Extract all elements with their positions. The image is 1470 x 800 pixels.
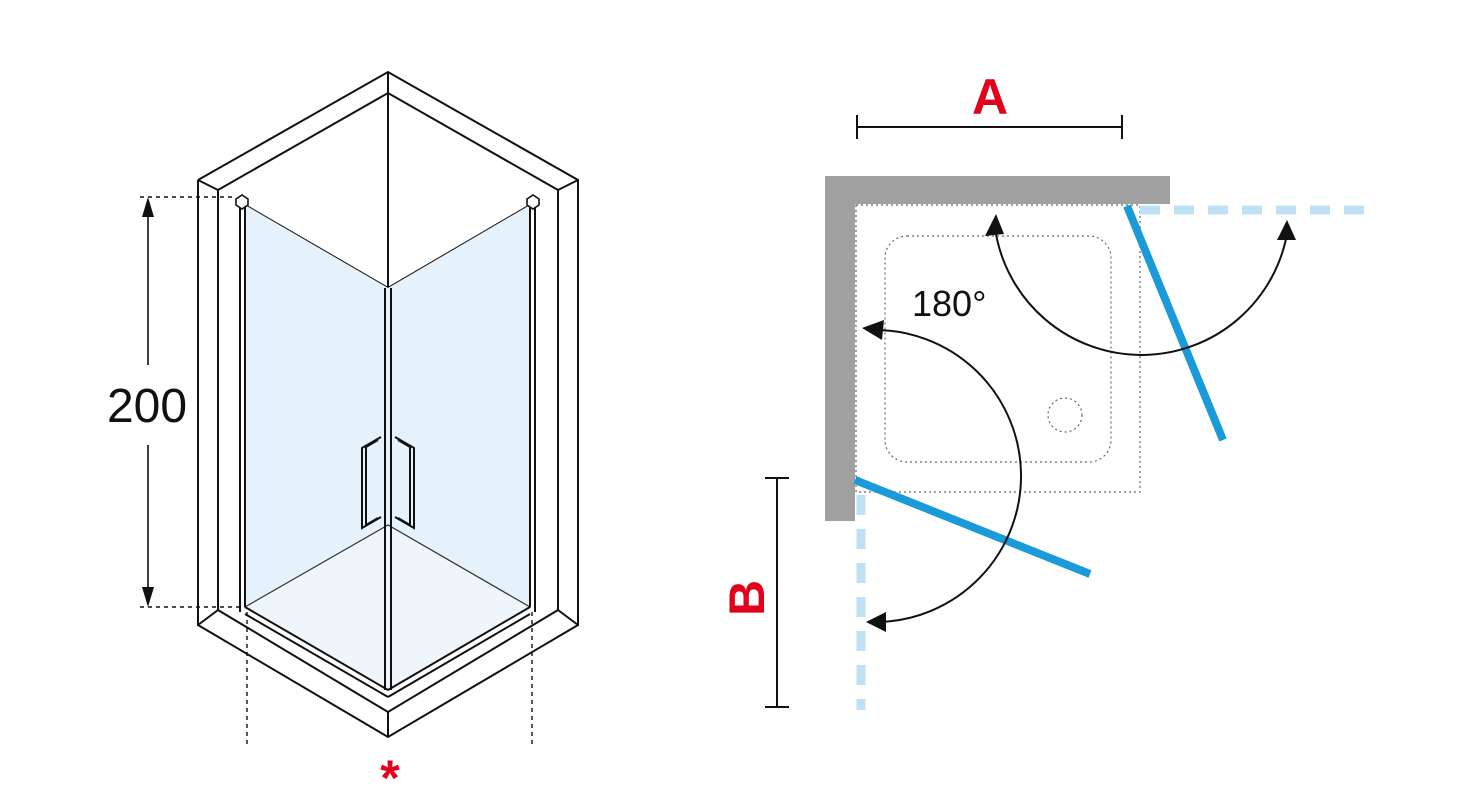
bottom-edge-left-outer [244, 613, 389, 698]
bottom-edge-right-outer [387, 613, 531, 698]
swing-arrow-right-start [985, 214, 1004, 236]
wall-edge-right [557, 179, 579, 191]
handle-right-outer [394, 436, 415, 530]
depth-dimension [765, 477, 789, 708]
height-dimension [140, 196, 240, 608]
drain-icon [1047, 397, 1083, 433]
swing-arc-left [871, 328, 1022, 623]
door-right [1123, 204, 1227, 442]
height-arrow-bottom [142, 587, 154, 607]
tray-basin [884, 235, 1112, 463]
floor-edge-right [557, 609, 579, 626]
custom-size-marker: * [380, 750, 400, 800]
handle-left-outer [361, 436, 382, 530]
door-handles [361, 436, 415, 530]
height-value: 200 [107, 380, 187, 433]
door-left [853, 476, 1092, 578]
swing-arrow-left-start [862, 320, 884, 340]
width-label: A [972, 69, 1008, 125]
tray-outline [855, 204, 1141, 493]
bottom-edge-left [244, 606, 389, 691]
swing-arc-right [994, 227, 1289, 356]
isometric-enclosure: 200 * [107, 70, 579, 800]
floor-edge-left [197, 609, 219, 626]
swing-arrow-left-end [866, 612, 886, 632]
bottom-edge-right [387, 606, 531, 691]
angle-label: 180° [912, 283, 986, 324]
swing-arrow-right-end [1277, 220, 1296, 240]
wall-edge-left [197, 179, 219, 191]
depth-label: B [719, 580, 775, 616]
left-profile-cap [235, 194, 249, 210]
plan-view: 180° A B [719, 69, 1375, 710]
width-dimension [856, 115, 1123, 139]
height-arrow-top [142, 197, 154, 217]
right-profile-cap [526, 194, 540, 210]
